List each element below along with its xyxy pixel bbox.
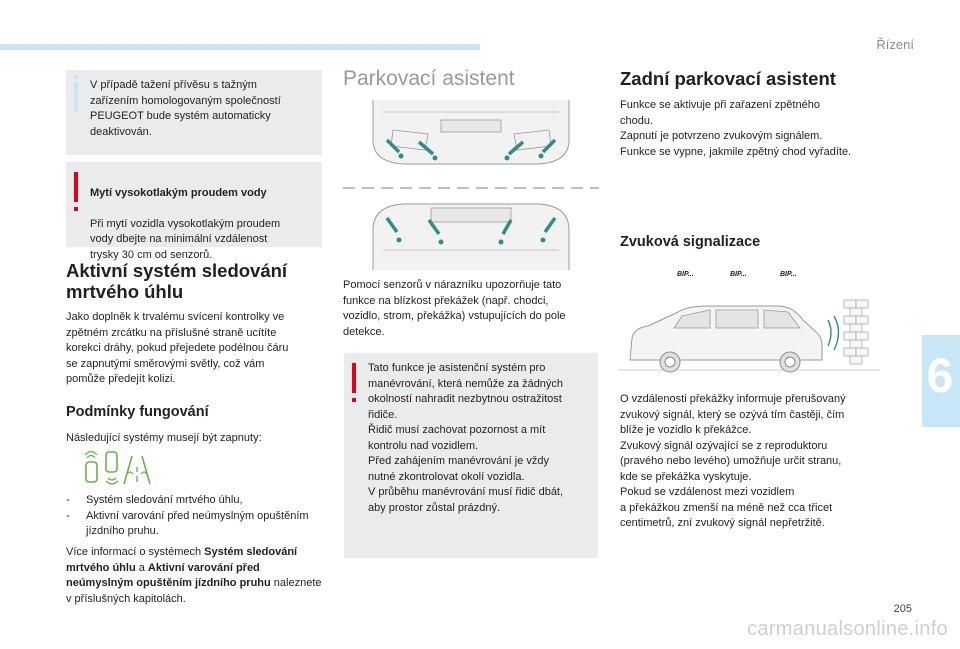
more-info-text: Více informací o systémech Systém sledov… (66, 546, 322, 605)
parking-assist-text: Pomocí senzorů v nárazníku upozorňuje ta… (343, 279, 566, 338)
list-item: Systém sledování mrtvého úhlu, (66, 493, 324, 509)
audible-signal-text: O vzdálenosti překážky informuje přerušo… (620, 393, 846, 529)
blind-spot-icon (84, 450, 119, 485)
watermark: carmanualsonline.info (747, 618, 948, 640)
lane-departure-icon (123, 455, 151, 485)
section-title-blind-spot: Aktivní systém sledování mrtvého úhlu (66, 260, 288, 302)
rear-parking-text: Funkce se aktivuje při zařazení zpětného… (620, 99, 852, 158)
list-item: Aktivní varování před neúmyslným opuštěn… (66, 509, 324, 540)
rear-parking-title: Zadní parkovací asistent (620, 68, 836, 89)
warning-text: Při mytí vozidla vysokotlakým proudem vo… (90, 217, 281, 261)
page-number: 205 (893, 603, 912, 615)
warning-note-parking: Tato funkce je asistenční systém pro man… (344, 353, 598, 558)
conditions-list: Systém sledování mrtvého úhlu, Aktivní v… (66, 493, 324, 540)
car-reversing-illustration (618, 299, 880, 373)
conditions-text: Následující systémy musejí být zapnuty: (66, 432, 262, 444)
warning-note-washing: Mytí vysokotlakým proudem vody Při mytí … (66, 162, 322, 261)
chapter-number: 6 (926, 350, 954, 403)
beep-label: BIP... (730, 271, 747, 278)
blind-spot-intro: Jako doplněk k trvalému svícení kontrolk… (66, 311, 289, 385)
info-icon (74, 75, 78, 112)
warning-text: Tato funkce je asistenční systém pro man… (368, 362, 564, 514)
beep-label: BIP... (780, 271, 797, 278)
beep-label: BIP... (677, 271, 694, 278)
sensor-illustration (343, 100, 599, 270)
warning-title: Mytí vysokotlakým proudem vody (90, 186, 267, 199)
header-bar (0, 44, 480, 50)
warning-icon (74, 172, 78, 211)
info-note-text: V případě tažení přívěsu s tažným zaříze… (90, 79, 281, 138)
warning-icon (352, 363, 356, 402)
chapter-tab (922, 335, 960, 427)
parking-assist-title: Parkovací asistent (343, 67, 515, 90)
info-note: V případě tažení přívěsu s tažným zaříze… (66, 70, 322, 155)
section-header: Řízení (876, 37, 914, 52)
conditions-title: Podmínky fungování (66, 404, 209, 420)
audible-signal-title: Zvuková signalizace (620, 234, 761, 250)
